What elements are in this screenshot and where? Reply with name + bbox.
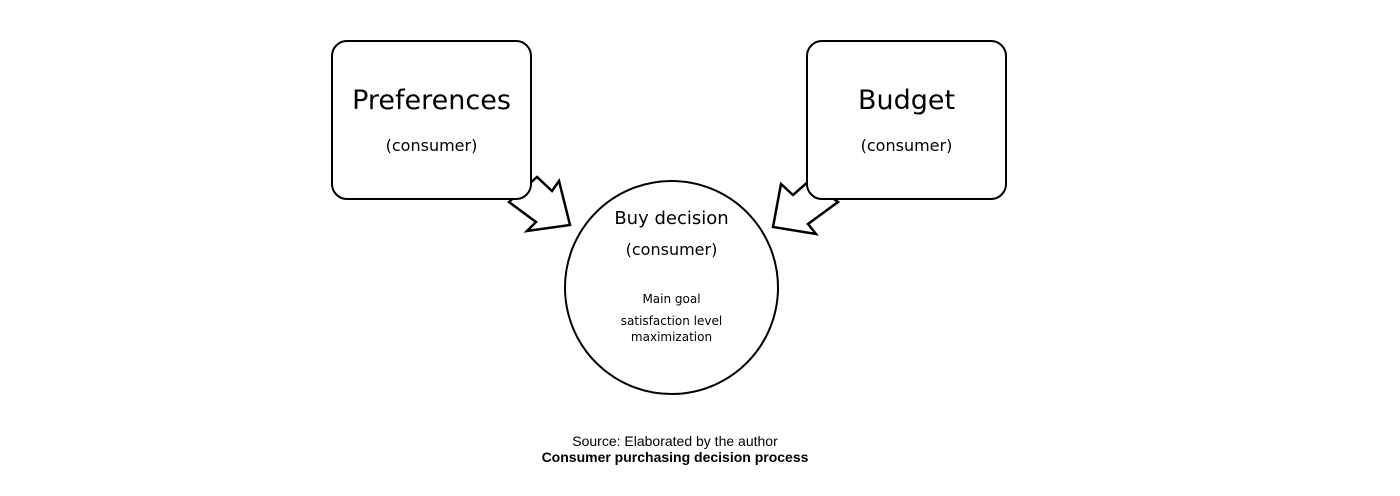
main-goal-description: satisfaction level maximization xyxy=(620,314,723,344)
buy-decision-subtitle: (consumer) xyxy=(625,240,718,259)
source-caption: Source: Elaborated by the author xyxy=(572,433,778,449)
preferences-subtitle: (consumer) xyxy=(385,136,478,155)
buy-decision-title: Buy decision xyxy=(614,208,729,229)
buy-decision-node: Buy decision (consumer) Main goal satisf… xyxy=(564,180,779,395)
preferences-title: Preferences xyxy=(352,85,511,116)
figure-title: Consumer purchasing decision process xyxy=(541,449,809,465)
budget-title: Budget xyxy=(857,85,956,116)
preferences-node: Preferences (consumer) xyxy=(331,40,532,200)
budget-subtitle: (consumer) xyxy=(860,136,953,155)
main-goal-label: Main goal xyxy=(642,292,701,306)
budget-node: Budget (consumer) xyxy=(806,40,1007,200)
